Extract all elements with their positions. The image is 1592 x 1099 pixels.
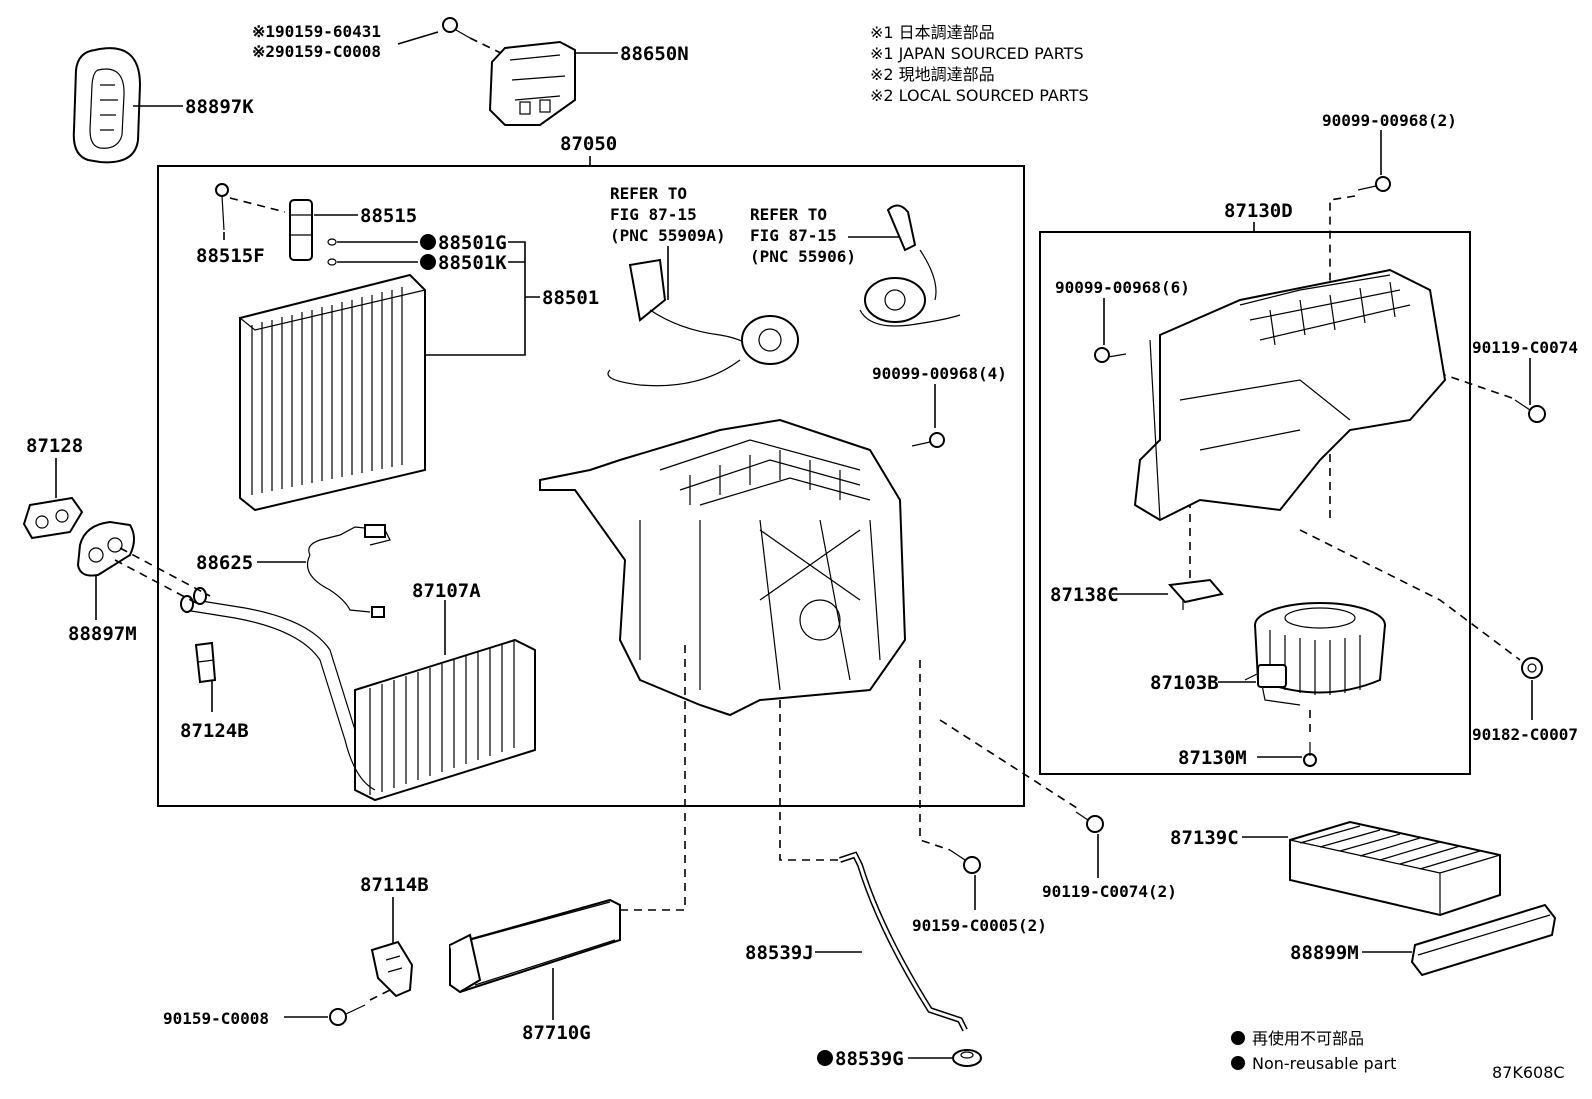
actuator-harness-2-drawing: [859, 204, 961, 327]
actuator-harness-1-drawing: [607, 258, 799, 387]
label-88501: 88501: [542, 287, 599, 309]
nonreusable-dot-88501G: [420, 234, 436, 250]
drain-hose-88539J-drawing: [839, 851, 968, 1032]
label-90099-00968-6: 90099-00968(6): [1055, 278, 1190, 297]
label-87138C: 87138C: [1050, 584, 1119, 606]
screw-90099-6-drawing: [1094, 347, 1127, 363]
label-290159-C0008: ※290159-C0008: [252, 42, 381, 61]
label-refer1-c: (PNC 55909A): [610, 226, 726, 245]
oring-88501K-drawing: [327, 258, 337, 266]
legend-jp: 再使用不可部品: [1252, 1029, 1364, 1048]
label-87130M: 87130M: [1178, 747, 1247, 769]
bracket-87114B-drawing: [370, 940, 414, 998]
clip-87138C-drawing: [1167, 578, 1224, 610]
oring-88501G-drawing: [327, 238, 337, 246]
label-88515F: 88515F: [196, 245, 265, 267]
label-refer2-b: FIG 87-15: [750, 226, 837, 245]
grommet-88539G-drawing: [952, 1049, 982, 1067]
label-87124B: 87124B: [180, 720, 249, 742]
label-refer1-a: REFER TO: [610, 184, 687, 203]
nonreusable-dot-88539G: [817, 1050, 833, 1066]
blower-motor-87103B-drawing: [1244, 602, 1386, 706]
label-88501G: 88501G: [438, 232, 507, 254]
sensor-88625-drawing: [306, 524, 391, 618]
label-87130D: 87130D: [1224, 200, 1293, 222]
bolt-top-drawing: [442, 17, 471, 39]
label-90159-C0005-2: 90159-C0005(2): [912, 916, 1047, 935]
label-87103B: 87103B: [1150, 672, 1219, 694]
hvac-case-drawing: [539, 418, 907, 717]
screw-90159-C0005-drawing: [949, 849, 981, 874]
note-local-jp: ※2 現地調達部品: [870, 65, 995, 84]
screw-90099-2-drawing: [1357, 176, 1391, 192]
label-88899M: 88899M: [1290, 942, 1359, 964]
plate-88897M-drawing: [76, 520, 135, 577]
assembly-87130D-box: [1039, 231, 1471, 775]
note-japan-jp: ※1 日本調達部品: [870, 23, 995, 42]
label-87050: 87050: [560, 133, 617, 155]
label-87107A: 87107A: [412, 580, 481, 602]
note-local-en: ※2 LOCAL SOURCED PARTS: [870, 86, 1089, 105]
screw-90159-C0008-drawing: [329, 1004, 366, 1026]
clamp-87124B-drawing: [194, 641, 217, 684]
evaporator-88501-drawing: [239, 273, 426, 512]
grommet-87128-drawing: [22, 496, 84, 540]
cover-88897K-drawing: [72, 47, 142, 164]
nonreusable-dot-88501K: [420, 254, 436, 270]
bracket-88650N-drawing: [488, 40, 576, 126]
bolt-88515F-drawing: [215, 183, 229, 231]
screw-90119-2-drawing: [1075, 811, 1104, 833]
label-90119-C0074-2: 90119-C0074(2): [1042, 882, 1177, 901]
note-japan-en: ※1 JAPAN SOURCED PARTS: [870, 44, 1084, 63]
legend-en: Non-reusable part: [1252, 1054, 1396, 1073]
nut-90182-drawing: [1521, 657, 1543, 679]
legend-dot-en: [1231, 1056, 1245, 1070]
heater-87710G-drawing: [449, 898, 621, 994]
label-90099-00968-4: 90099-00968(4): [872, 364, 1007, 383]
screw-90119-drawing: [1514, 399, 1546, 423]
label-88539J: 88539J: [745, 942, 814, 964]
label-190159-60431: ※190159-60431: [252, 22, 381, 41]
label-90159-C0008: 90159-C0008: [163, 1009, 269, 1028]
blower-case-drawing: [1133, 268, 1447, 522]
label-refer2-c: (PNC 55906): [750, 247, 856, 266]
label-87128: 87128: [26, 435, 83, 457]
figure-code: 87K608C: [1492, 1063, 1565, 1082]
label-87139C: 87139C: [1170, 827, 1239, 849]
label-87114B: 87114B: [360, 874, 429, 896]
label-90099-00968-2: 90099-00968(2): [1322, 111, 1457, 130]
label-88650N: 88650N: [620, 43, 689, 65]
screw-90099-4-drawing: [911, 432, 945, 448]
filter-cover-88899M-drawing: [1410, 903, 1557, 977]
label-90182-C0007: 90182-C0007: [1472, 725, 1578, 744]
label-87710G: 87710G: [522, 1022, 591, 1044]
label-refer1-b: FIG 87-15: [610, 205, 697, 224]
label-88501K: 88501K: [438, 252, 507, 274]
label-88515: 88515: [360, 205, 417, 227]
label-88897K: 88897K: [185, 96, 254, 118]
heater-core-87107A-drawing: [180, 587, 536, 802]
filter-87139C-drawing: [1289, 820, 1501, 917]
label-88539G: 88539G: [835, 1048, 904, 1070]
label-refer2-a: REFER TO: [750, 205, 827, 224]
label-88897M: 88897M: [68, 623, 137, 645]
label-88625: 88625: [196, 552, 253, 574]
label-90119-C0074: 90119-C0074: [1472, 338, 1578, 357]
legend-dot-jp: [1231, 1031, 1245, 1045]
valve-88515-drawing: [289, 199, 313, 261]
screw-87130M-drawing: [1303, 742, 1317, 767]
assembly-87050-box: [157, 165, 1025, 807]
